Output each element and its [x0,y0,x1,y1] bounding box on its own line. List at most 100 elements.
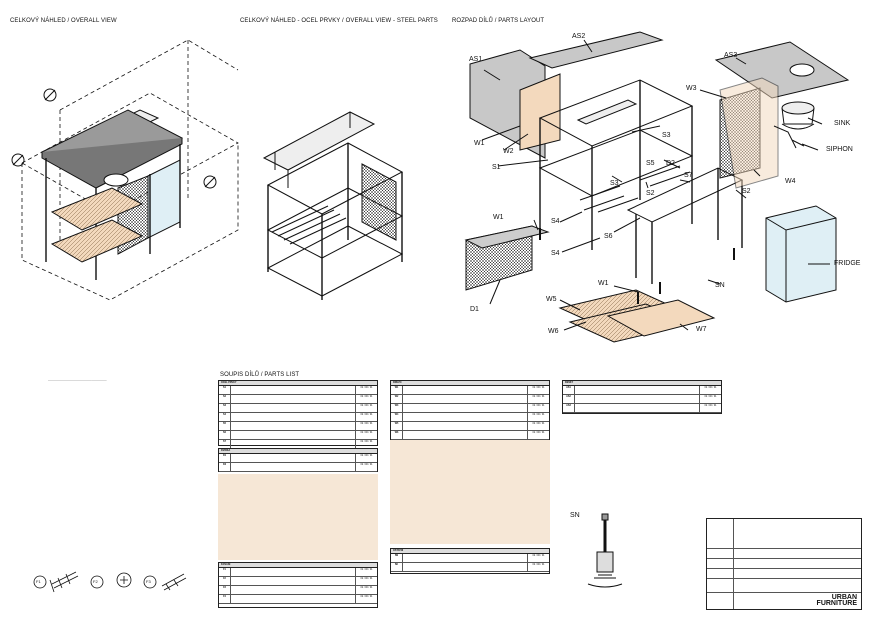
part-id: SN [391,554,403,562]
table-row: AS1 02 / 00 / 01 [563,386,721,395]
wood-notes-panel [390,440,550,544]
part-label-as1: AS1 [469,56,483,63]
part-qty: 02 / 00 / 01 [355,454,377,462]
part-description [231,454,355,462]
part-qty: 02 / 00 / 01 [355,395,377,403]
assembly-notes: ──────────────────────────────────── [48,380,107,382]
part-label-s1: S1 [492,164,501,171]
part-label-sink: SINK [834,120,851,127]
part-label-d1: D1 [470,306,479,313]
part-id: F3 [219,586,231,594]
part-qty: 02 / 00 / 01 [355,413,377,421]
part-qty: 02 / 00 / 01 [527,563,549,571]
part-description [231,586,355,594]
part-label-siphon: SIPHON [826,146,853,153]
parts-layout-title: ROZPAD DÍLŮ / PARTS LAYOUT [452,18,545,24]
part-description [575,395,699,403]
steel-notes-panel [218,474,378,560]
brand-logo: URBAN FURNITURE [816,594,857,607]
part-description [403,395,527,403]
part-qty: 02 / 00 / 01 [527,413,549,421]
part-label-s7: S7 [684,172,693,179]
part-qty: 02 / 00 / 01 [527,431,549,439]
part-description [231,431,355,439]
part-id: S3 [219,404,231,412]
part-id: W5 [391,422,403,430]
exploded-drawing [464,31,850,343]
part-label-w1c: W1 [598,280,609,287]
overall-view-drawing [11,39,239,301]
part-description [403,431,527,439]
part-label-w4: W4 [785,178,796,185]
part-qty: 02 / 00 / 01 [699,386,721,394]
part-id: S1 [219,386,231,394]
part-description [403,563,527,571]
part-qty: 02 / 00 / 01 [527,395,549,403]
part-id: AS1 [563,386,575,394]
part-label-s5: S5 [646,160,655,167]
part-qty: 02 / 00 / 01 [355,463,377,471]
part-qty: 02 / 00 / 01 [527,554,549,562]
table-row: W5 02 / 00 / 01 [391,422,549,431]
part-label-s4b: S4 [551,250,560,257]
part-description [231,595,355,603]
part-label-as2: AS2 [572,33,586,40]
part-description [231,386,355,394]
part-qty: 02 / 00 / 01 [355,586,377,594]
part-id: D2 [219,463,231,471]
overall-view-title: CELKOVÝ NÁHLED / OVERALL VIEW [10,18,117,24]
part-label-s3b: S3 [610,180,619,187]
part-qty: 02 / 00 / 01 [355,568,377,576]
part-qty: 02 / 00 / 01 [355,386,377,394]
part-label-w3: W3 [686,85,697,92]
table-row: S4 02 / 00 / 01 [219,413,377,422]
part-id: S6 [219,431,231,439]
steel-view-drawing [262,111,404,300]
part-description [403,413,527,421]
part-description [403,404,527,412]
part-description [231,463,355,471]
part-description [403,554,527,562]
table-header: DVÍŘKA [219,449,377,454]
parts-list-title: SOUPIS DÍLŮ / PARTS LIST [220,372,300,378]
part-label-w1: W1 [474,140,485,147]
part-label-w7: W7 [696,326,707,333]
part-id: F4 [219,595,231,603]
part-id: S7 [219,440,231,448]
part-label-fridge: FRIDGE [834,260,861,267]
part-description [231,422,355,430]
part-description [231,568,355,576]
table-header: DŘEVO [391,381,549,386]
part-label-sn: SN [715,282,725,289]
part-id: W4 [391,413,403,421]
part-description [231,577,355,585]
table-row: S1 02 / 00 / 01 [219,386,377,395]
table-row: SN 02 / 00 / 01 [391,554,549,563]
part-id: S4 [219,413,231,421]
part-description [231,404,355,412]
part-label-w5: W5 [546,296,557,303]
part-description [575,386,699,394]
part-label-w2: W2 [503,148,514,155]
part-qty: 02 / 00 / 01 [527,422,549,430]
part-label-as3: AS3 [724,52,738,59]
hardware-drawing [33,571,187,593]
hardware-label-f1: F1 [36,579,41,584]
part-id: AS2 [563,395,575,403]
part-id: W2 [391,395,403,403]
part-label-w6: W6 [548,328,559,335]
part-label-d2: D2 [666,160,675,167]
part-id: W3 [391,404,403,412]
